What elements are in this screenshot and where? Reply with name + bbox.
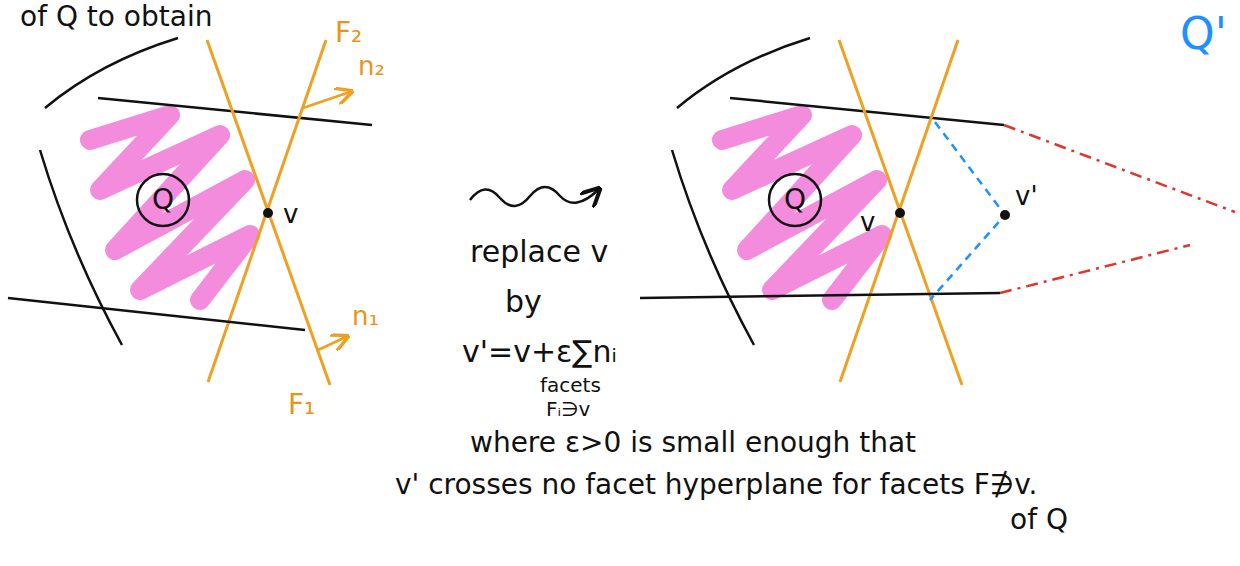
facet-line: [8, 298, 305, 330]
facet-label: F₂: [335, 18, 362, 49]
facet-f2: [208, 40, 326, 382]
normal-arrow: [318, 337, 346, 350]
facet-f1: [207, 40, 330, 385]
transform-arrow: [470, 187, 598, 206]
vertex-dot: [1000, 210, 1010, 220]
note-text: of Q: [1010, 505, 1068, 536]
note-text: by: [505, 285, 542, 318]
note-text: of Q to obtain: [20, 2, 212, 33]
formula-subscript: facets: [540, 374, 601, 396]
note-text: v' crosses no facet hyperplane for facet…: [395, 470, 1037, 501]
polytope-name: Q: [152, 185, 174, 216]
polytope-name: Q: [784, 185, 806, 216]
formula: v'=v+ε∑nᵢ: [462, 335, 617, 368]
vertex-label: v: [283, 200, 298, 229]
normal-label: n₂: [358, 52, 385, 81]
vertex-dot: [263, 208, 273, 218]
note-text: where ε>0 is small enough that: [470, 428, 916, 459]
facet-line: [40, 150, 122, 345]
shaded-region: [90, 115, 250, 300]
facet-line: [640, 293, 1000, 298]
normal-label: n₁: [352, 302, 379, 331]
facet-label: F₁: [288, 390, 315, 421]
polytope-q: [40, 38, 372, 385]
polytope-name: Q': [1180, 10, 1227, 58]
vertex-label: v: [860, 208, 875, 237]
extended-facet: [1000, 245, 1190, 293]
extended-facet: [1004, 125, 1235, 212]
facet-line: [45, 38, 178, 108]
normal-arrow: [303, 92, 350, 108]
new-facet: [930, 122, 1005, 300]
label-circle: [137, 174, 189, 226]
note-text: replace v: [470, 235, 608, 268]
vertex-label: v': [1015, 182, 1038, 211]
formula-subscript: Fᵢ∋v: [546, 398, 590, 420]
